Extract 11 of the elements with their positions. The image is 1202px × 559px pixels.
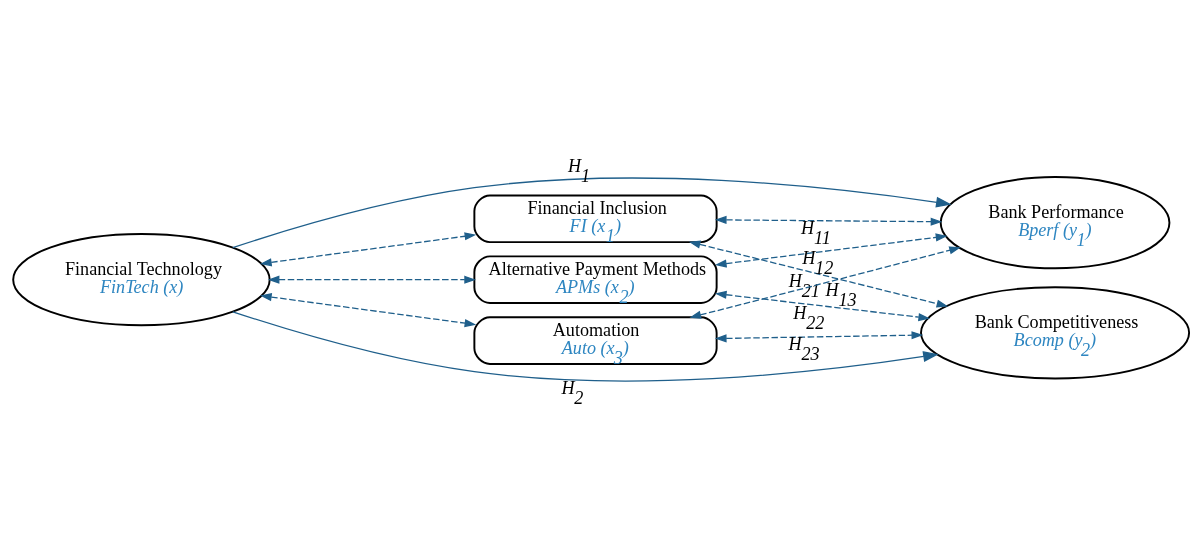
arrow <box>260 293 477 328</box>
arrow <box>260 232 477 267</box>
arrow <box>714 233 948 268</box>
arrow <box>714 331 924 343</box>
arrow <box>714 215 943 226</box>
arrow <box>267 275 476 284</box>
arrow <box>689 246 961 319</box>
arrow <box>232 311 939 382</box>
arrow <box>232 177 952 249</box>
arrow <box>688 240 949 308</box>
arrow <box>714 290 931 322</box>
